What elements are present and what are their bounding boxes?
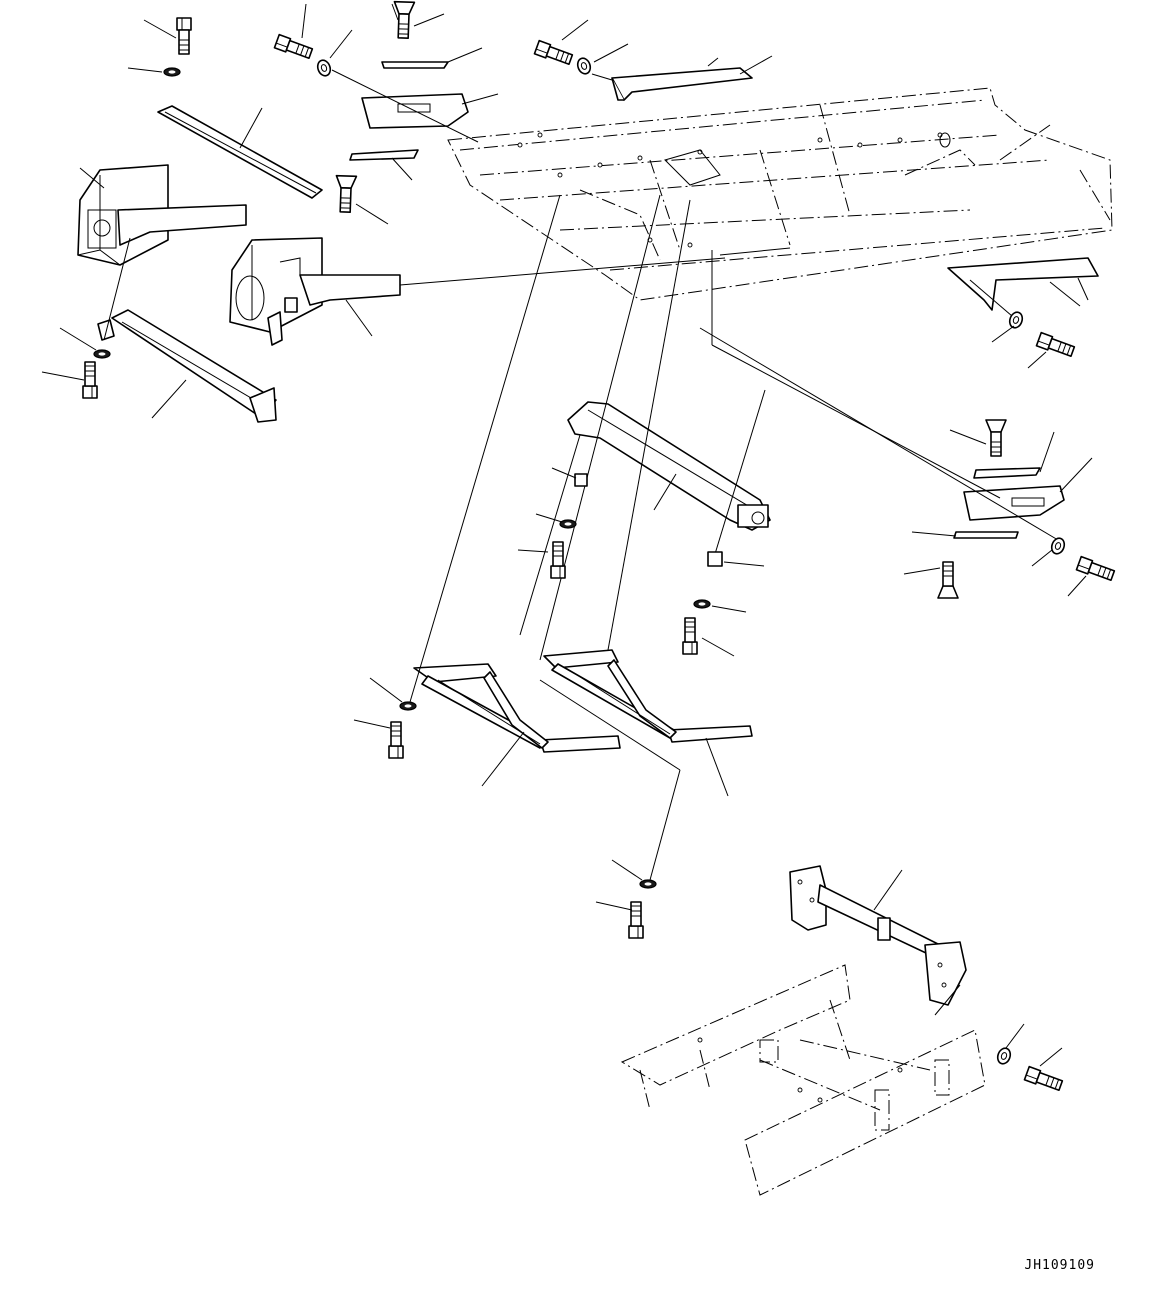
hex-head-bolt-icon [388, 721, 404, 759]
assembly-lines [410, 195, 1000, 880]
right-x-brace [544, 650, 752, 742]
hex-head-bolt-icon [1075, 555, 1116, 583]
main-frame-phantom [448, 88, 1112, 300]
countersunk-bolt-icon [334, 174, 358, 214]
left-x-brace [414, 664, 620, 752]
washer-icon [93, 349, 111, 359]
fasteners [82, 0, 1116, 1093]
washer-icon [163, 67, 181, 77]
hex-head-bolt-icon [1023, 1065, 1064, 1093]
washer-icon [314, 57, 334, 79]
washer-icon [559, 519, 577, 529]
washer-icon [574, 55, 594, 77]
spacer [575, 474, 587, 486]
hex-head-bolt-icon [682, 617, 698, 655]
countersunk-bolt-icon [937, 561, 959, 599]
center-beam [520, 402, 770, 635]
rear-crossmember [790, 866, 966, 1015]
hex-head-bolt-icon [533, 39, 574, 67]
left-bracket-assembly [78, 106, 725, 422]
hex-head-bolt-icon [628, 901, 644, 939]
hex-head-bolt-icon [82, 361, 98, 399]
right-upper-plate [948, 258, 1098, 316]
drawing-id: JH109109 [1024, 1258, 1095, 1273]
top-right-plate [592, 58, 752, 100]
washer-icon [693, 599, 711, 609]
spacer [708, 552, 722, 566]
washer-icon [1006, 309, 1026, 331]
washer-icon [994, 1045, 1014, 1067]
washer-icon [399, 701, 417, 711]
washer-icon [639, 879, 657, 889]
countersunk-bolt-icon [392, 0, 416, 40]
countersunk-bolt-icon [985, 419, 1007, 457]
hex-head-bolt-icon [1035, 331, 1076, 359]
hex-head-bolt-icon [273, 33, 314, 61]
washer-icon [1048, 535, 1068, 557]
hex-head-bolt-icon [176, 17, 192, 55]
right-middle-bracket [700, 328, 1064, 540]
hex-head-bolt-icon [550, 541, 566, 579]
callout-leaders [42, 4, 1092, 1066]
rear-frame-phantom [622, 965, 985, 1195]
top-center-bracket-stack [332, 62, 478, 160]
